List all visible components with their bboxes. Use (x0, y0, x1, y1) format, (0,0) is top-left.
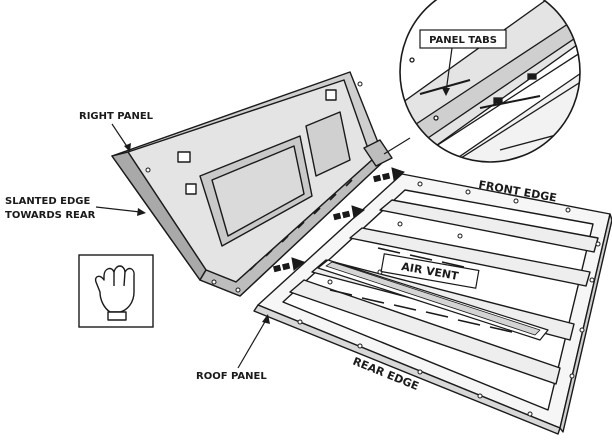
crossmember (379, 199, 599, 253)
alignment-arrows (272, 167, 406, 273)
slanted-edge-label-line1: SLANTED EDGE (5, 196, 90, 207)
right-panel (111, 71, 393, 297)
slanted-edge-label-line2: TOWARDS REAR (5, 210, 96, 221)
air-vent-label-box (380, 253, 480, 289)
right-panel-pointer (111, 123, 129, 149)
right-panel-label: RIGHT PANEL (79, 111, 154, 122)
air-vent-inner (325, 261, 541, 336)
roof-screw-holes (297, 181, 601, 417)
detail-circle-border (399, 0, 581, 163)
roof-panel-pointer (237, 319, 267, 369)
vent-slots (329, 247, 513, 333)
detail-leader (383, 137, 411, 155)
right-panel-window-glass (211, 145, 305, 237)
roof-panel-label: ROOF PANEL (196, 371, 267, 382)
panel-tabs-detail: PANEL TABS (383, 0, 581, 163)
dashed-arrow-upper (372, 167, 406, 183)
panel-tabs-label: PANEL TABS (429, 35, 497, 46)
dashed-arrow-middle (332, 205, 366, 221)
panel-tab-row (249, 179, 353, 271)
crossmember (349, 227, 591, 287)
detail-tab (493, 97, 503, 104)
panel-latch (185, 183, 197, 195)
right-panel-holes (145, 81, 363, 293)
crossmember (289, 279, 561, 385)
panel-latch (325, 89, 337, 101)
panel-latch (177, 151, 191, 163)
glove-icon-box (78, 254, 154, 328)
panel-tab (363, 139, 393, 167)
dashed-arrow-lower (272, 257, 306, 273)
rear-edge-lip (253, 304, 561, 435)
detail-tab (527, 73, 537, 80)
panel-tabs-pointer (445, 47, 453, 93)
gloved-hand-icon (94, 265, 135, 321)
slanted-edge-pointer (95, 206, 141, 213)
panel-tabs-label-box (419, 29, 507, 49)
right-panel-corner-window (305, 111, 351, 177)
roof-panel (253, 173, 612, 435)
